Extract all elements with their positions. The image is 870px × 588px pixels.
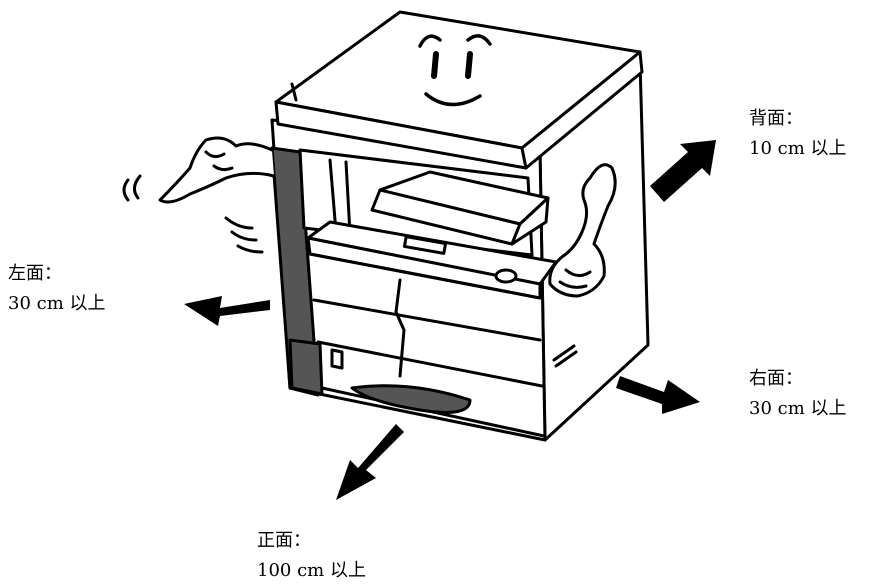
- front-side-text: 正面：: [257, 526, 366, 556]
- right-clearance-label: 右面： 30 cm 以上: [749, 364, 847, 424]
- left-side-text: 左面：: [8, 259, 106, 289]
- right-eye: [468, 54, 470, 76]
- right-side-text: 右面：: [749, 364, 847, 394]
- right-distance-text: 30 cm 以上: [749, 394, 847, 424]
- left-arm: [160, 138, 274, 202]
- back-arrow: [650, 140, 716, 202]
- copier-lower-shade: [290, 340, 322, 394]
- left-arrow: [184, 296, 270, 326]
- back-clearance-label: 背面： 10 cm 以上: [749, 104, 847, 164]
- front-clearance-label: 正面： 100 cm 以上: [257, 526, 366, 586]
- copier-start-button: [496, 270, 516, 282]
- left-clearance-label: 左面： 30 cm 以上: [8, 259, 106, 319]
- back-side-text: 背面：: [749, 104, 847, 134]
- left-distance-text: 30 cm 以上: [8, 289, 106, 319]
- right-arrow: [616, 376, 700, 414]
- front-arrow: [336, 424, 404, 500]
- front-distance-text: 100 cm 以上: [257, 556, 366, 586]
- back-distance-text: 10 cm 以上: [749, 134, 847, 164]
- left-eye: [434, 54, 436, 76]
